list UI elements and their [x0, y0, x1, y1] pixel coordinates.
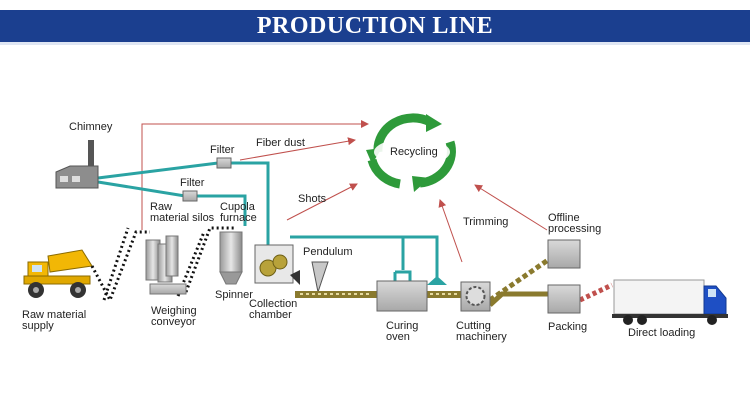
main-conveyor	[295, 257, 614, 307]
filter-top-icon	[216, 157, 232, 169]
label-packing: Packing	[548, 321, 588, 333]
label-raw-material-supply-1: Raw material	[22, 309, 87, 321]
chimney-icon	[55, 140, 99, 189]
recycling-label: Recycling	[390, 146, 438, 158]
label-weighing-conveyor-2: conveyor	[151, 316, 196, 328]
cupola-furnace-icon	[219, 231, 243, 285]
label-fiber-dust: Fiber dust	[256, 137, 305, 149]
label-raw-material-silos-1: Raw	[150, 201, 173, 213]
label-curing-oven-2: oven	[386, 331, 410, 343]
duct-oven	[393, 270, 412, 282]
label-filter-top: Filter	[210, 144, 235, 156]
label-cupola-furnace-1: Cupola	[220, 201, 255, 213]
label-shots: Shots	[298, 193, 327, 205]
lorry-icon	[612, 279, 728, 325]
arrow-fiber-dust	[239, 137, 356, 161]
offline-processing-icon	[547, 239, 581, 269]
label-direct-loading: Direct loading	[628, 327, 696, 339]
arrow-trimming	[438, 199, 463, 263]
page-title: PRODUCTION LINE	[256, 12, 494, 39]
hood-icon	[427, 276, 447, 285]
label-cupola-furnace-2: furnace	[220, 212, 257, 224]
label-offline-processing-1: Offline	[548, 212, 580, 224]
label-trimming: Trimming	[463, 216, 509, 228]
label-chimney: Chimney	[69, 121, 113, 133]
label-raw-material-silos-2: material silos	[150, 212, 215, 224]
cutting-machinery-icon	[460, 281, 491, 312]
pendulum-icon	[311, 261, 329, 294]
label-collection-chamber-2: chamber	[249, 309, 292, 321]
label-curing-oven-1: Curing	[386, 320, 419, 332]
ducts	[97, 161, 439, 282]
label-pendulum: Pendulum	[303, 246, 353, 258]
title-banner: PRODUCTION LINE	[0, 10, 750, 45]
arrow-to-recycling-top	[141, 120, 369, 230]
label-spinner: Spinner	[215, 289, 253, 301]
dump-truck-icon	[23, 249, 93, 298]
label-cutting-machinery-2: machinery	[456, 331, 507, 343]
duct-right	[290, 235, 439, 282]
flow-arrows	[141, 120, 548, 263]
curing-oven-icon	[376, 280, 428, 312]
label-weighing-conveyor-1: Weighing	[151, 305, 197, 317]
collection-chamber-icon	[254, 244, 300, 285]
recycling-icon	[366, 113, 456, 192]
silos-icon	[145, 235, 187, 295]
packing-icon	[547, 284, 581, 314]
label-collection-chamber-1: Collection	[249, 298, 298, 310]
label-offline-processing-2: processing	[548, 223, 602, 235]
label-cutting-machinery-1: Cutting	[456, 320, 491, 332]
arrow-offline	[474, 184, 548, 231]
filter-mid-icon	[182, 190, 198, 202]
header-strip	[0, 0, 750, 10]
arrow-shots	[286, 183, 358, 221]
label-raw-material-supply-2: supply	[22, 320, 54, 332]
duct-top	[97, 161, 270, 245]
duct-mid	[97, 180, 247, 226]
label-filter-mid: Filter	[180, 177, 205, 189]
